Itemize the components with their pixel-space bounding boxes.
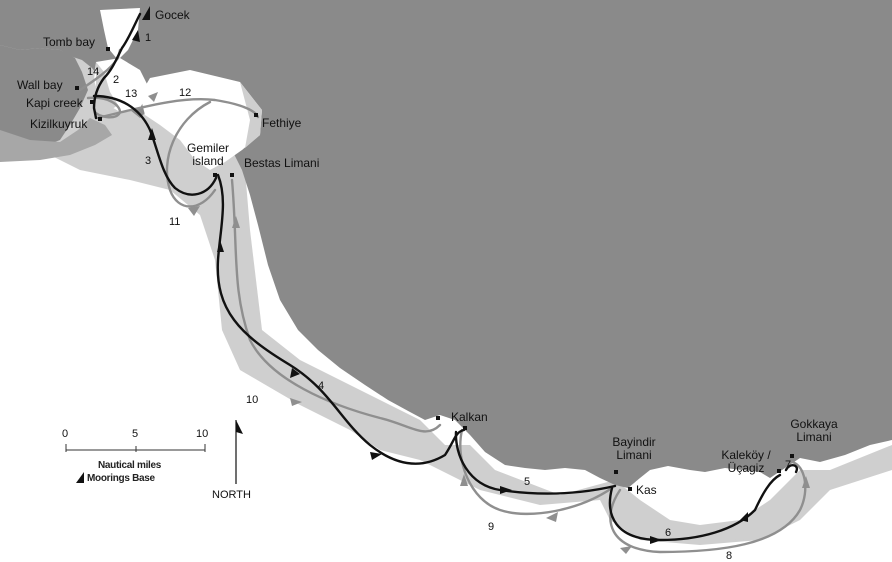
moorings-base-legend-icon: [76, 472, 84, 483]
label-gemiler-island: Gemiler island: [180, 142, 236, 168]
route-arrows: [132, 30, 810, 554]
label-bayindir-line1: Bayindir: [612, 435, 656, 449]
label-kizilkuyruk: Kizilkuyruk: [30, 117, 88, 131]
label-bayindir-line2: Limani: [616, 448, 652, 462]
label-kalekoy-ucagiz: Kaleköy / Üçagiz: [716, 449, 776, 475]
label-fethiye: Fethiye: [262, 116, 302, 130]
leg-number-6: 6: [665, 527, 672, 539]
leg-number-1: 1: [145, 32, 152, 44]
label-gocek: Gocek: [155, 8, 190, 22]
north-label: NORTH: [212, 489, 251, 501]
leg-number-2: 2: [113, 74, 120, 86]
label-tomb-bay: Tomb bay: [43, 35, 96, 49]
north-arrow-icon: [235, 420, 243, 484]
label-kalekoy-line2: Üçagiz: [727, 461, 765, 475]
leg-number-12: 12: [179, 87, 192, 99]
scale-tick-0: 0: [62, 428, 69, 440]
label-gokkaya-line2: Limani: [796, 430, 832, 444]
label-kalekoy-line1: Kaleköy /: [721, 448, 771, 462]
label-gokkaya-limani: Gokkaya Limani: [784, 418, 844, 444]
scale-tick-10: 10: [196, 428, 209, 440]
label-gokkaya-line1: Gokkaya: [790, 417, 838, 431]
scale-unit-label: Nautical miles: [98, 460, 162, 471]
leg-number-7: 7: [785, 459, 792, 471]
leg-number-14: 14: [87, 66, 100, 78]
label-kalkan: Kalkan: [451, 410, 488, 424]
fethiye-halo: [240, 82, 262, 148]
leg-number-10: 10: [246, 394, 259, 406]
label-bayindir-limani: Bayindir Limani: [602, 436, 666, 462]
scale-tick-5: 5: [132, 428, 139, 440]
leg-number-4: 4: [318, 380, 325, 392]
moorings-base-icon: [142, 6, 150, 20]
label-gemiler-line2: island: [192, 154, 224, 168]
label-gemiler-line1: Gemiler: [186, 141, 229, 155]
route-dark: [92, 12, 799, 542]
fethiye-gulf: [140, 70, 262, 170]
moorings-base-legend-label: Moorings Base: [87, 473, 155, 484]
label-kapi-creek: Kapi creek: [26, 96, 83, 110]
leg-number-13: 13: [125, 88, 138, 100]
leg-number-3: 3: [145, 155, 152, 167]
anchorage-markers: [75, 47, 794, 491]
label-kas: Kas: [636, 483, 657, 497]
leg-number-5: 5: [524, 476, 531, 488]
label-wall-bay: Wall bay: [17, 78, 63, 92]
leg-number-8: 8: [726, 550, 733, 562]
leg-number-9: 9: [488, 521, 495, 533]
sea: [0, 150, 892, 562]
scale-bar: [65, 444, 206, 452]
leg-number-11: 11: [169, 216, 181, 228]
label-bestas-limani: Bestas Limani: [244, 156, 320, 170]
